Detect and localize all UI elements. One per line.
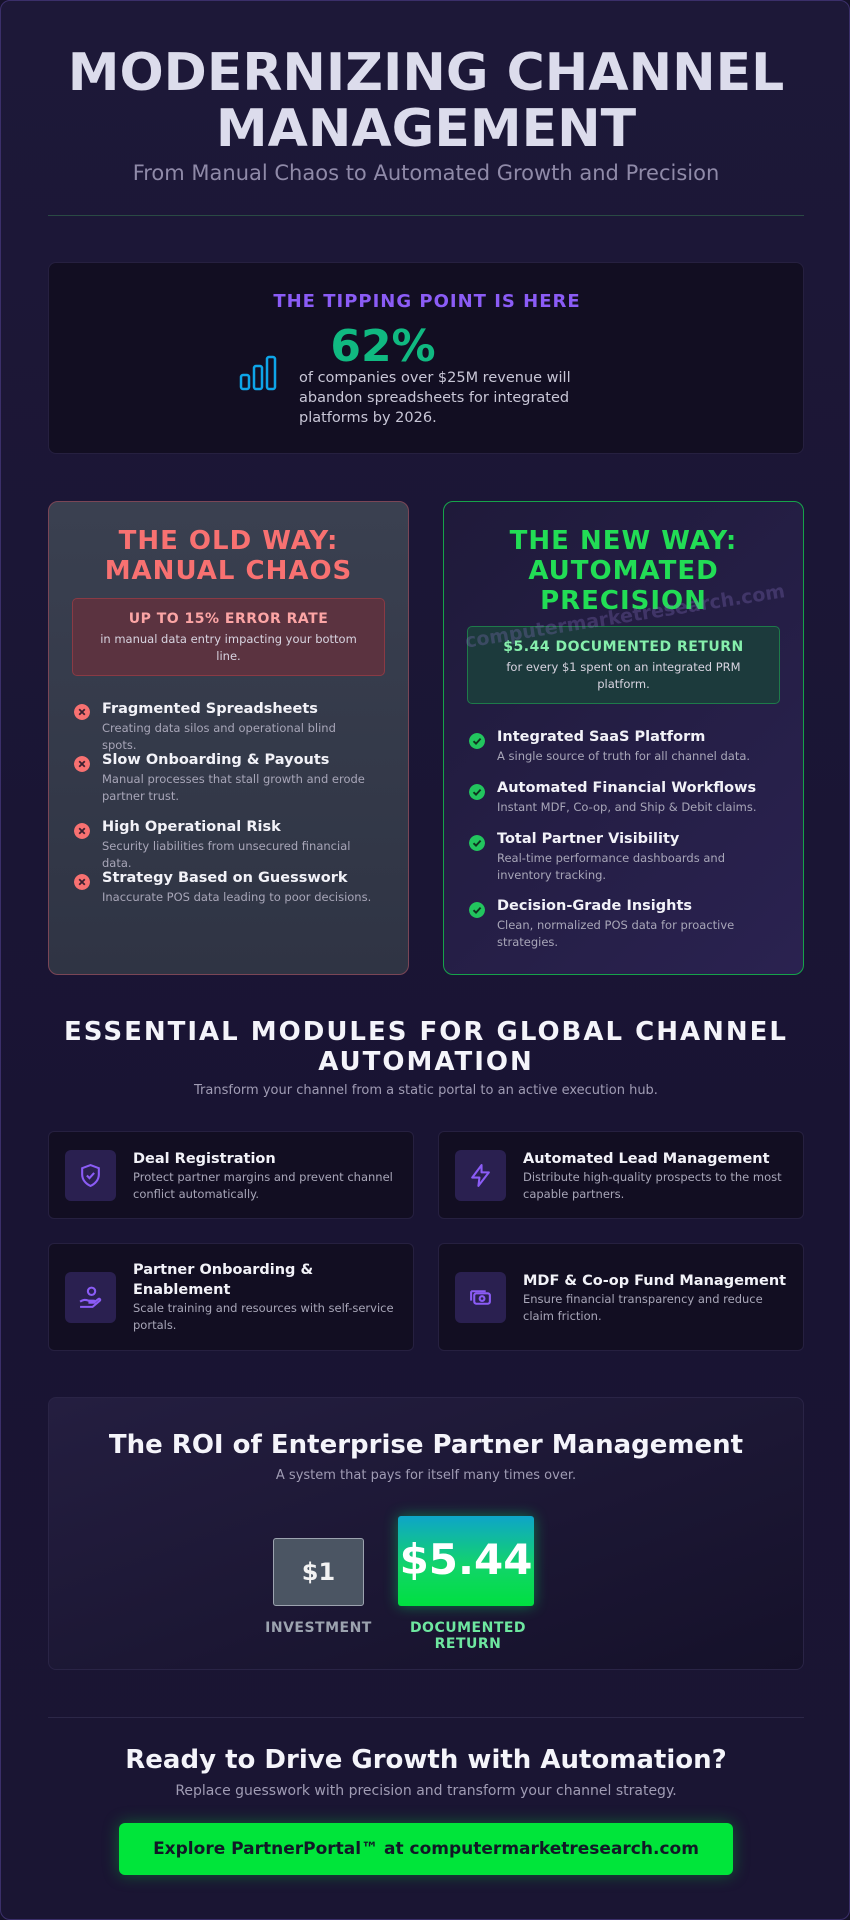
roi-return-label: DOCUMENTED RETURN — [409, 1620, 527, 1652]
tipping-point-heading: THE TIPPING POINT IS HERE — [273, 291, 581, 312]
new-way-item-title: Total Partner Visibility — [497, 831, 680, 847]
check-circle-icon — [469, 784, 485, 800]
hand-user-icon — [79, 1286, 102, 1308]
old-way-item-desc: Creating data silos and operational blin… — [102, 721, 336, 752]
module-card-mdf-coop: MDF & Co-op Fund Management Ensure finan… — [438, 1243, 804, 1351]
module-card-deal-registration: Deal Registration Protect partner margin… — [48, 1131, 414, 1219]
roi-subtitle: A system that pays for itself many times… — [275, 1468, 577, 1483]
bar-chart-icon — [239, 355, 277, 391]
old-way-item-title: Slow Onboarding & Payouts — [102, 752, 330, 768]
tipping-point-stat: 62% — [330, 321, 436, 372]
old-way-stat-text: in manual data entry impacting your bott… — [100, 632, 357, 663]
roi-investment-label: INVESTMENT — [265, 1620, 372, 1636]
module-desc: Distribute high-quality prospects to the… — [523, 1170, 782, 1201]
new-way-item-desc: Clean, normalized POS data for proactive… — [497, 918, 735, 949]
new-way-item-desc: Real-time performance dashboards and inv… — [497, 851, 726, 882]
x-circle-icon — [74, 704, 90, 720]
old-way-title: THE OLD WAY: MANUAL CHAOS — [104, 526, 353, 586]
new-way-item-title: Decision-Grade Insights — [497, 898, 693, 914]
new-way-stat-heading: $5.44 DOCUMENTED RETURN — [503, 639, 744, 655]
old-way-stat-box: UP TO 15% ERROR RATE in manual data entr… — [72, 598, 385, 676]
new-way-item-desc: Instant MDF, Co-op, and Ship & Debit cla… — [497, 800, 757, 814]
new-way-card: THE NEW WAY: AUTOMATED PRECISION $5.44 D… — [443, 501, 804, 975]
tipping-point-text: of companies over $25M revenue will aban… — [299, 370, 571, 426]
module-name: Deal Registration — [133, 1151, 276, 1167]
module-name: MDF & Co-op Fund Management — [523, 1273, 787, 1289]
cta-subtitle: Replace guesswork with precision and tra… — [175, 1783, 677, 1799]
x-circle-icon — [74, 756, 90, 772]
check-circle-icon — [469, 733, 485, 749]
module-desc: Protect partner margins and prevent chan… — [133, 1170, 393, 1201]
module-icon-box — [65, 1150, 116, 1201]
explore-partnerportal-button[interactable]: Explore PartnerPortal™ at computermarket… — [119, 1823, 733, 1875]
module-desc: Ensure financial transparency and reduce… — [523, 1292, 763, 1323]
old-way-item-desc: Security liabilities from unsecured fina… — [102, 839, 351, 870]
cta-divider — [48, 1717, 804, 1718]
old-way-item-desc: Inaccurate POS data leading to poor deci… — [102, 890, 372, 904]
module-card-lead-management: Automated Lead Management Distribute hig… — [438, 1131, 804, 1219]
check-circle-icon — [469, 902, 485, 918]
module-name: Automated Lead Management — [523, 1151, 770, 1167]
modules-subtitle: Transform your channel from a static por… — [194, 1083, 658, 1098]
roi-return-bar: $5.44 — [398, 1516, 534, 1606]
new-way-stat-box: $5.44 DOCUMENTED RETURN for every $1 spe… — [467, 626, 780, 704]
old-way-card: THE OLD WAY: MANUAL CHAOS UP TO 15% ERRO… — [48, 501, 409, 975]
new-way-title: THE NEW WAY: AUTOMATED PRECISION — [509, 526, 738, 616]
old-way-stat-heading: UP TO 15% ERROR RATE — [128, 611, 329, 627]
x-circle-icon — [74, 874, 90, 890]
module-icon-box — [455, 1272, 506, 1323]
module-card-partner-onboarding: Partner Onboarding & Enablement Scale tr… — [48, 1243, 414, 1351]
old-way-item-desc: Manual processes that stall growth and e… — [102, 772, 365, 803]
money-icon — [470, 1290, 491, 1305]
roi-title: The ROI of Enterprise Partner Management — [108, 1430, 744, 1460]
new-way-item-desc: A single source of truth for all channel… — [497, 749, 751, 763]
cta-title: Ready to Drive Growth with Automation? — [125, 1745, 727, 1775]
x-circle-icon — [74, 823, 90, 839]
module-icon-box — [455, 1150, 506, 1201]
page-subtitle: From Manual Chaos to Automated Growth an… — [132, 161, 720, 185]
lightning-icon — [471, 1164, 490, 1187]
shield-check-icon — [81, 1163, 100, 1188]
old-way-item-title: Strategy Based on Guesswork — [102, 870, 348, 886]
old-way-item-title: Fragmented Spreadsheets — [102, 701, 318, 717]
new-way-stat-text: for every $1 spent on an integrated PRM … — [506, 660, 741, 691]
new-way-item-title: Automated Financial Workflows — [497, 780, 757, 796]
page-title: MODERNIZING CHANNEL MANAGEMENT — [67, 43, 785, 159]
module-desc: Scale training and resources with self-s… — [133, 1301, 394, 1332]
old-way-item-title: High Operational Risk — [102, 819, 281, 835]
module-icon-box — [65, 1272, 116, 1323]
modules-title: ESSENTIAL MODULES FOR GLOBAL CHANNEL AUT… — [64, 1017, 788, 1077]
roi-investment-bar: $1 — [273, 1538, 364, 1606]
header-divider — [48, 215, 804, 216]
tipping-point-card: THE TIPPING POINT IS HERE 62% of compani… — [48, 262, 804, 454]
new-way-item-title: Integrated SaaS Platform — [497, 729, 706, 745]
check-circle-icon — [469, 835, 485, 851]
roi-card: The ROI of Enterprise Partner Management… — [48, 1397, 804, 1670]
module-name: Partner Onboarding & Enablement — [133, 1262, 314, 1298]
